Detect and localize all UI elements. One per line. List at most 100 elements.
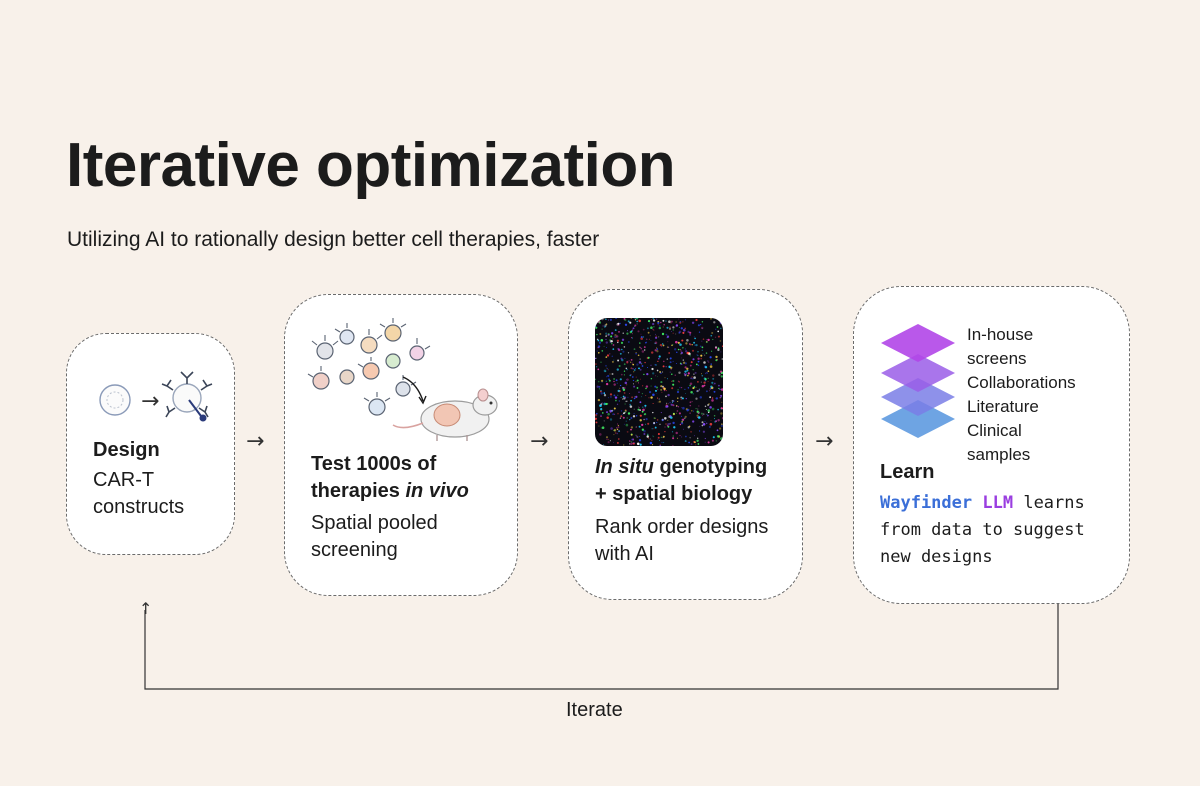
speckle-dot [674,374,676,376]
speckle-dot [646,435,649,438]
speckle-dot [657,376,658,378]
speckle-dot [644,361,646,364]
speckle-dot [690,390,693,394]
speckle-dot [697,443,700,445]
speckle-dot [659,343,663,347]
speckle-dot [709,356,712,359]
speckle-dot [638,319,641,323]
speckle-dot [649,322,651,324]
speckle-dot [679,343,682,346]
speckle-dot [670,322,672,324]
speckle-dot [605,376,608,378]
speckle-dot [635,395,638,399]
speckle-dot [697,324,700,327]
speckle-dot [714,328,717,331]
speckle-dot [693,341,696,344]
speckle-dot [605,436,609,439]
speckle-dot [629,374,632,377]
speckle-dot [605,380,607,382]
speckle-dot [700,326,704,330]
speckle-dot [713,414,716,417]
speckle-dot [693,376,696,379]
speckle-dot [707,403,710,407]
speckle-dot [667,341,669,343]
speckle-dot [599,433,602,436]
speckle-dot [721,401,723,403]
speckle-dot [633,397,636,400]
speckle-dot [704,405,707,408]
speckle-dot [646,366,649,369]
speckle-dot [715,355,718,359]
speckle-dot [662,385,664,388]
speckle-dot [696,354,698,356]
speckle-dot [665,320,667,322]
speckle-dot [671,431,674,433]
speckle-dot [609,418,613,421]
speckle-dot [664,377,666,379]
speckle-dot [715,440,717,442]
speckle-dot [656,348,659,350]
speckle-dot [662,371,664,373]
speckle-dot [698,405,700,407]
speckle-dot [718,384,720,387]
speckle-dot [672,435,674,437]
speckle-dot [660,385,663,388]
speckle-dot [660,388,663,391]
speckle-dot [678,412,681,415]
speckle-dot [600,339,604,342]
speckle-dot [680,350,682,352]
speckle-dot [600,389,602,392]
speckle-dot [638,391,640,393]
speckle-dot [711,331,714,335]
speckle-dot [672,344,674,346]
speckle-dot [712,388,714,390]
speckle-dot [638,367,640,370]
speckle-dot [719,427,722,430]
speckle-dot [637,354,640,357]
speckle-dot [607,319,609,321]
speckle-dot [665,390,667,392]
speckle-dot [624,403,626,405]
speckle-dot [693,373,695,375]
speckle-dot [650,378,653,380]
speckle-dot [611,355,614,358]
speckle-dot [682,331,685,334]
speckle-dot [632,379,635,382]
speckle-dot [685,397,687,400]
speckle-dot [707,411,710,414]
speckle-dot [668,320,671,323]
speckle-dot [597,398,601,402]
speckle-dot [613,336,616,338]
speckle-dot [636,363,639,366]
speckle-dot [622,350,625,353]
speckle-dot [605,364,607,367]
speckle-dot [639,409,641,411]
speckle-dot [660,412,662,414]
speckle-dot [627,341,630,343]
speckle-dot [604,326,606,328]
speckle-dot [685,350,688,353]
speckle-dot [684,327,686,330]
speckle-dot [613,442,615,443]
speckle-dot [627,330,628,332]
speckle-dot [707,372,708,374]
speckle-dot [716,429,719,432]
speckle-dot [701,346,704,349]
speckle-dot [613,409,615,411]
speckle-dot [634,318,637,320]
speckle-dot [623,370,626,372]
speckle-dot [697,360,700,363]
speckle-dot [721,358,723,360]
speckle-dot [624,396,627,399]
speckle-dot [637,382,640,384]
speckle-dot [688,343,691,345]
speckle-dot [636,323,638,325]
speckle-dot [712,374,715,377]
speckle-dot [694,344,696,346]
speckle-dot [635,426,637,429]
speckle-dot [636,434,638,437]
speckle-dot [704,366,708,369]
speckle-dot [624,323,628,326]
speckle-dot [689,404,692,407]
speckle-dot [655,389,657,392]
